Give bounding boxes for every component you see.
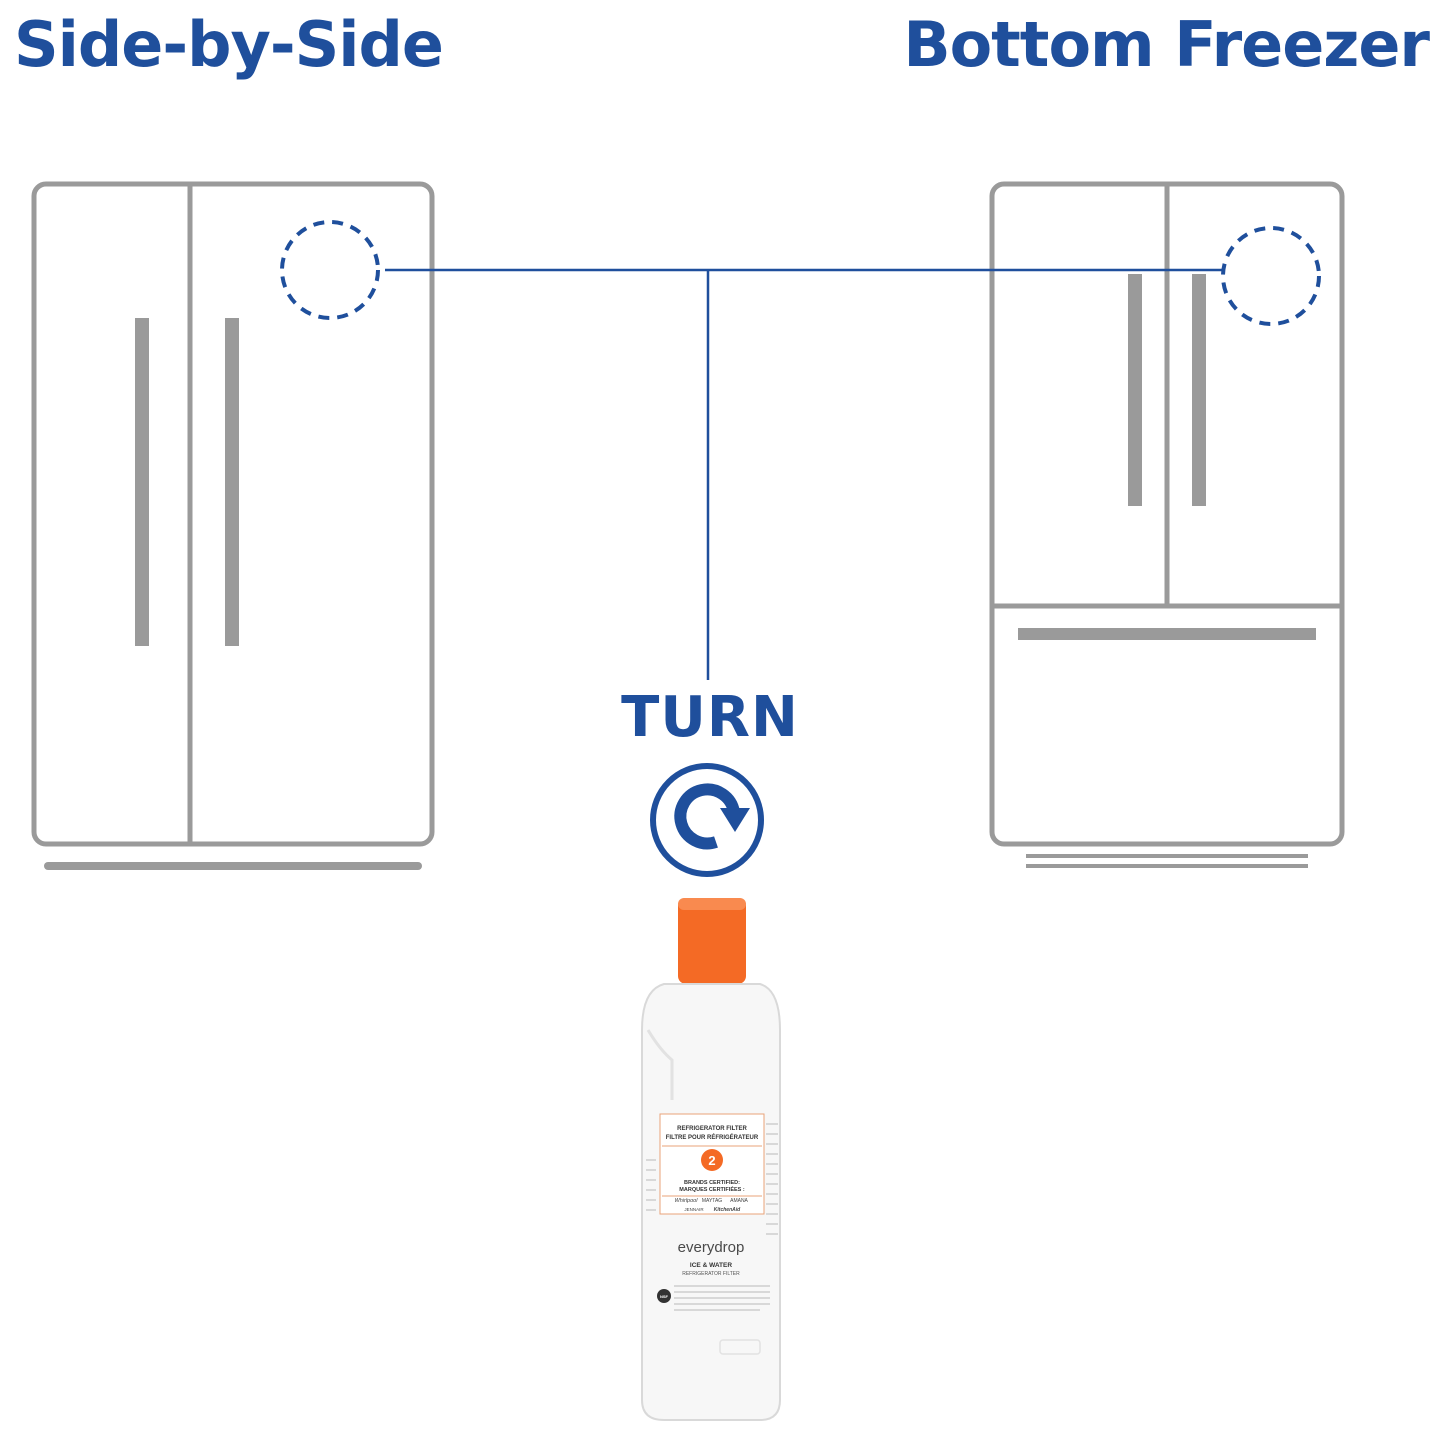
filter-location-marker-left — [280, 220, 380, 320]
brands-heading-fr: MARQUES CERTIFIÉES : — [679, 1185, 745, 1193]
nsf-mark — [657, 1289, 671, 1303]
product-sub: REFRIGERATOR FILTER — [682, 1271, 740, 1277]
brand-name: everydrop — [678, 1239, 745, 1256]
filter-label-title-fr: FILTRE POUR RÉFRIGÉRATEUR — [666, 1133, 759, 1141]
brand-kitchenaid: KitchenAid — [714, 1207, 741, 1213]
bottom-freezer-fridge-icon — [989, 181, 1345, 868]
rotate-clockwise-icon — [650, 763, 764, 877]
side-by-side-fridge-icon — [31, 181, 435, 870]
brand-maytag: MAYTAG — [702, 1198, 722, 1204]
filter-label-title-en: REFRIGERATOR FILTER — [677, 1126, 747, 1132]
filter-number: 2 — [708, 1153, 715, 1168]
turn-label: TURN — [621, 685, 799, 750]
brand-amana: AMANA — [730, 1198, 748, 1204]
brand-whirlpool: Whirlpool — [675, 1198, 699, 1204]
nsf-mark-text: NSF — [660, 1294, 669, 1299]
product-line: ICE & WATER — [690, 1262, 732, 1269]
filter-cap — [678, 898, 746, 984]
filter-label — [659, 1113, 765, 1215]
fine-print — [646, 1123, 778, 1311]
water-filter-cartridge: REFRIGERATOR FILTER FILTRE POUR RÉFRIGÉR… — [641, 898, 781, 1421]
bottom-freezer-title: Bottom Freezer — [903, 8, 1430, 81]
filter-location-marker-right — [1221, 226, 1321, 326]
side-by-side-title: Side-by-Side — [14, 8, 444, 81]
brands-heading-en: BRANDS CERTIFIED: — [684, 1180, 740, 1186]
connector-lines — [385, 268, 1222, 680]
brand-jennair: JENNAIR — [684, 1207, 704, 1212]
filter-number-badge — [701, 1149, 723, 1171]
